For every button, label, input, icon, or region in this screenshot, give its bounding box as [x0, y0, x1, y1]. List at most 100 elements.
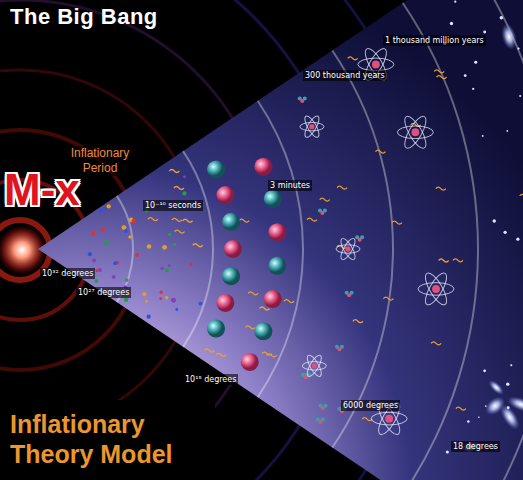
- star: [446, 451, 449, 454]
- nucleon-sphere: [264, 190, 282, 208]
- photon-squiggle: [439, 259, 449, 262]
- temperature-label: 10³² degrees: [40, 268, 95, 279]
- nucleon-sphere: [254, 322, 272, 340]
- model-mark: M-x: [4, 166, 80, 214]
- star: [517, 47, 519, 49]
- star: [516, 238, 519, 241]
- photon-squiggle: [520, 194, 523, 197]
- quark-particle: [99, 209, 103, 213]
- quark-particle: [124, 229, 128, 233]
- photon-squiggle: [348, 57, 358, 60]
- quark-particle: [125, 278, 129, 282]
- quark-particle: [168, 264, 171, 267]
- star: [519, 95, 521, 97]
- epoch-boundary: [402, 2, 479, 480]
- photon-squiggle: [169, 170, 179, 173]
- star: [485, 405, 487, 407]
- time-label: 1 thousand million years: [383, 35, 486, 46]
- quark-particle: [171, 298, 176, 303]
- photon-squiggle: [307, 218, 317, 221]
- quark-particle: [135, 253, 139, 257]
- nucleus: [303, 96, 307, 100]
- quark-particle: [112, 275, 116, 279]
- photon-squiggle: [174, 186, 184, 189]
- quark-particle: [103, 207, 106, 210]
- epoch-boundary: [468, 0, 523, 480]
- star: [503, 231, 506, 234]
- caption-panel: Inflationary Theory Model: [0, 400, 215, 480]
- photon-squiggle: [362, 418, 372, 421]
- star: [506, 382, 509, 385]
- photon-squiggle: [453, 259, 463, 262]
- star: [493, 219, 496, 222]
- quark-particle: [145, 300, 148, 303]
- nucleon-sphere: [222, 213, 240, 231]
- quark-particle: [182, 191, 186, 195]
- quark-particle: [88, 252, 92, 256]
- star: [467, 420, 470, 423]
- quark-particle: [128, 235, 132, 239]
- photon-squiggle: [383, 297, 393, 300]
- quark-particle: [132, 219, 137, 224]
- quark-particle: [173, 243, 176, 246]
- photon-squiggle: [284, 300, 294, 303]
- photon-squiggle: [148, 218, 158, 221]
- quark-particle: [147, 244, 152, 249]
- photon-squiggle: [248, 292, 258, 295]
- quark-particle: [95, 269, 98, 272]
- nucleon-sphere: [254, 158, 272, 176]
- quark-particle: [189, 263, 192, 266]
- star: [510, 364, 512, 366]
- nucleus: [340, 345, 344, 349]
- nucleon-sphere: [241, 353, 259, 371]
- star: [500, 16, 503, 19]
- star: [450, 22, 453, 25]
- photon-squiggle: [193, 244, 203, 247]
- nucleon-sphere: [222, 267, 240, 285]
- photon-squiggle: [267, 354, 277, 357]
- time-label: 300 thousand years: [303, 70, 387, 81]
- photon-squiggle: [239, 219, 249, 222]
- quark-particle: [187, 215, 190, 218]
- photon-squiggle: [436, 187, 446, 190]
- galaxy: [486, 378, 506, 398]
- quark-particle: [147, 315, 151, 319]
- caption: Inflationary Theory Model: [0, 400, 215, 478]
- photon-squiggle: [434, 70, 444, 73]
- quark-particle: [92, 258, 96, 262]
- temperature-label: 10²⁷ degrees: [76, 287, 131, 298]
- photon-squiggle: [320, 198, 330, 201]
- galaxy: [521, 0, 523, 21]
- photon-squiggle: [183, 219, 193, 222]
- quark-particle: [113, 261, 117, 265]
- star: [483, 31, 486, 34]
- quark-particle: [107, 204, 111, 208]
- nucleon-sphere: [268, 223, 286, 241]
- star: [478, 416, 480, 418]
- epoch-boundary: [331, 50, 394, 448]
- temperature-label: 18 degrees: [451, 441, 500, 452]
- nucleus: [321, 418, 325, 422]
- temperature-label: 6000 degrees: [341, 400, 400, 411]
- time-label: 3 minutes: [268, 180, 312, 191]
- photon-squiggle: [431, 342, 441, 345]
- quark-particle: [159, 297, 162, 300]
- photon-squiggle: [392, 221, 402, 224]
- quark-particle: [160, 267, 164, 271]
- quark-particle: [98, 268, 102, 272]
- photon-squiggle: [172, 218, 182, 221]
- nucleus: [350, 291, 354, 295]
- nucleon-sphere: [216, 294, 234, 312]
- nucleus: [323, 404, 327, 408]
- quark-particle: [183, 175, 186, 178]
- temperature-label: 10¹⁵ degrees: [183, 374, 238, 385]
- star: [474, 61, 477, 64]
- star: [506, 130, 508, 132]
- photon-squiggle: [204, 349, 214, 352]
- nucleus: [323, 208, 327, 212]
- star: [507, 406, 510, 409]
- nucleon-sphere: [224, 240, 242, 258]
- nucleon-sphere: [264, 290, 282, 308]
- quark-particle: [124, 298, 128, 302]
- quark-particle: [160, 291, 163, 294]
